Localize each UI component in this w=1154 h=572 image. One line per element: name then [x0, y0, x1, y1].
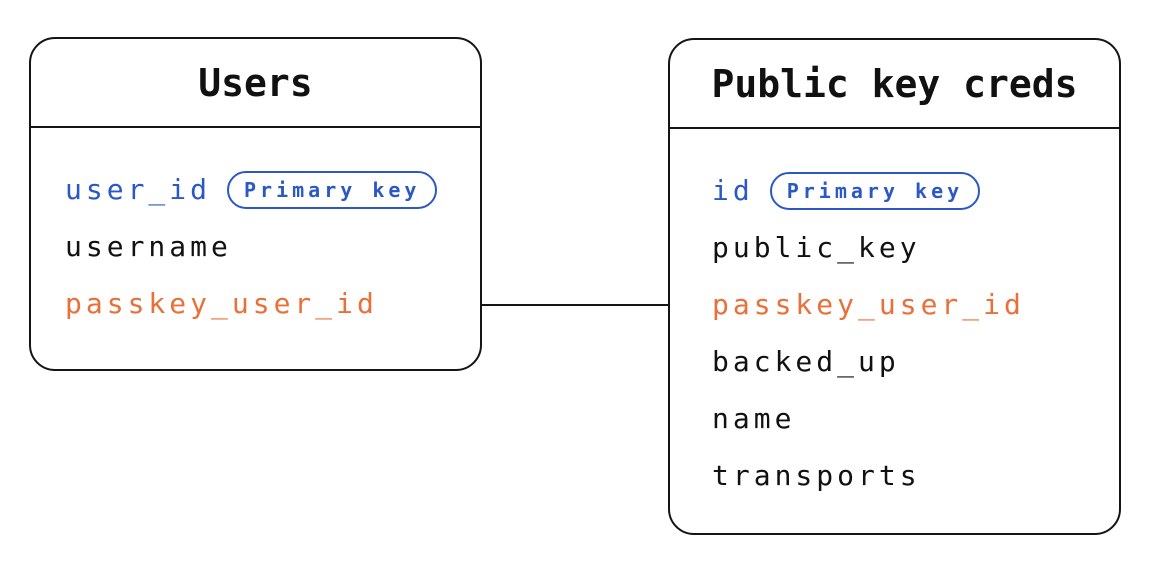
table-fields-public-key-creds: id Primary key public_key passkey_user_i… [670, 129, 1119, 504]
field-row-public-key: public_key [670, 219, 1119, 276]
field-row-id: id Primary key [670, 162, 1119, 219]
table-header-public-key-creds: Public key creds [670, 40, 1119, 129]
field-name: username [65, 230, 232, 263]
field-row-passkey-user-id: passkey_user_id [670, 276, 1119, 333]
field-row-transports: transports [670, 447, 1119, 504]
field-row-passkey-user-id: passkey_user_id [31, 275, 480, 332]
field-name: id [712, 174, 754, 207]
field-name: public_key [712, 231, 921, 264]
field-row-backed-up: backed_up [670, 333, 1119, 390]
primary-key-badge: Primary key [769, 171, 981, 210]
table-node-public-key-creds: Public key creds id Primary key public_k… [668, 38, 1121, 535]
table-header-users: Users [31, 39, 480, 128]
table-title: Public key creds [711, 61, 1078, 106]
table-title: Users [198, 60, 313, 105]
field-name: backed_up [712, 345, 900, 378]
field-row-name: name [670, 390, 1119, 447]
field-name: transports [712, 459, 921, 492]
field-name: name [712, 402, 796, 435]
field-row-username: username [31, 218, 480, 275]
table-node-users: Users user_id Primary key username passk… [29, 37, 482, 371]
field-name: user_id [65, 173, 212, 206]
field-name: passkey_user_id [712, 288, 1025, 321]
field-name: passkey_user_id [65, 287, 378, 320]
field-row-user-id: user_id Primary key [31, 161, 480, 218]
primary-key-badge: Primary key [227, 170, 438, 209]
relationship-connector-line [482, 304, 668, 306]
table-fields-users: user_id Primary key username passkey_use… [31, 128, 480, 332]
